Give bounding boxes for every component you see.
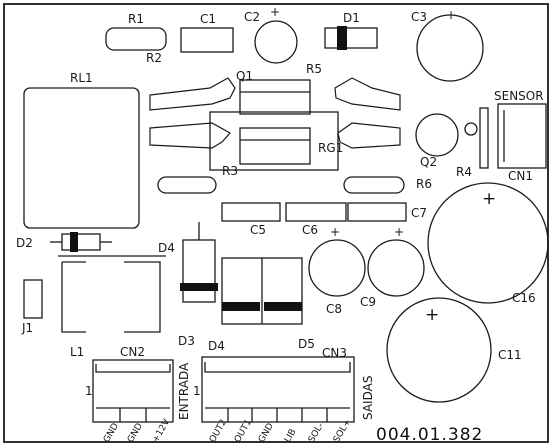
d4-top-label: D4 [158,241,175,255]
c8-plus: + [330,225,340,239]
q2-footprint [415,113,459,157]
cn3-pin1: 1 [193,384,201,398]
c16-footprint [427,182,549,304]
rg1-label: RG1 [318,141,343,155]
d4-bottom-label: D4 [208,339,225,353]
bridge-diode-band-right [264,302,302,311]
c9-footprint [367,239,425,297]
cn2-label: CN2 [120,345,145,359]
d1-footprint [324,27,378,49]
rl1-footprint [23,87,140,229]
c1-footprint [180,27,234,53]
d1-label: D1 [343,11,360,25]
q1-label: Q1 [236,69,253,83]
heatsink-rg1 [149,122,401,149]
bridge-diode-band-left [222,302,260,311]
d4-top-band [180,283,218,291]
d5-label: D5 [298,337,315,351]
cn2-footprint [92,359,174,423]
c2-plus: + [270,5,280,19]
rg1-body [239,127,311,165]
c11-plus: + [425,305,440,325]
q1-body [239,79,311,115]
d4-top-footprint [182,239,216,303]
r1-footprint [105,27,167,51]
c2-label: C2 [244,10,260,24]
rl1-label: RL1 [70,71,93,85]
l1-label: L1 [70,345,84,359]
cn2-pin-12v: +12V [151,417,173,445]
r5-label: R5 [306,62,322,76]
r1-label: R1 [128,12,144,26]
c9-plus: + [394,225,404,239]
c6-label: C6 [302,223,318,237]
r4-label: R4 [456,165,472,179]
r4-footprint [479,107,489,169]
r3-label: R3 [222,164,238,178]
r3-footprint [157,176,217,194]
c7-footprint [347,202,407,222]
c16-label: C16 [512,291,536,305]
entrada-label: ENTRADA [177,362,191,420]
cn3-pin-gnd: GND [257,422,276,445]
d2-footprint [61,233,101,251]
c11-label: C11 [498,348,522,362]
cn2-pin-gnd-1: GND [102,422,121,445]
cn2-pin-gnd-2: GND [126,422,145,445]
cn2-pin1: 1 [85,384,93,398]
c6-footprint [285,202,347,222]
c5-label: C5 [250,223,266,237]
j1-footprint [23,279,43,319]
r6-footprint [343,176,405,194]
c3-plus: + [446,8,456,22]
heatsink-q1 [149,77,401,111]
c8-footprint [308,239,366,297]
d3-label: D3 [178,334,195,348]
c7-label: C7 [411,206,427,220]
j1-label: J1 [21,321,33,335]
c8-label: C8 [326,302,342,316]
board-code: 004.01.382 [376,425,483,445]
d2-cathode-band [70,232,78,252]
c3-label: C3 [411,10,427,24]
l1-footprint [61,261,161,333]
d1-cathode-band [337,26,347,50]
c11-footprint [386,297,492,403]
c1-label: C1 [200,12,216,26]
cn1-label: CN1 [508,169,533,183]
saidas-label: SAIDAS [361,376,375,420]
regulator-outline [209,111,339,171]
c3-footprint [416,14,484,82]
c16-plus: + [482,189,497,209]
d2-label: D2 [16,236,33,250]
cn3-footprint [201,356,355,423]
c2-footprint [254,20,298,64]
r2-label: R2 [146,51,162,65]
r6-label: R6 [416,177,432,191]
cn3-pin-sol-minus: SOL- [307,421,326,444]
sensor-label: SENSOR [494,89,544,103]
c5-footprint [221,202,281,222]
board-outline [3,3,549,443]
c9-label: C9 [360,295,376,309]
cn1-footprint [497,103,547,169]
q2-label: Q2 [420,155,437,169]
q2-pad [464,122,478,136]
cn3-label: CN3 [322,346,347,360]
